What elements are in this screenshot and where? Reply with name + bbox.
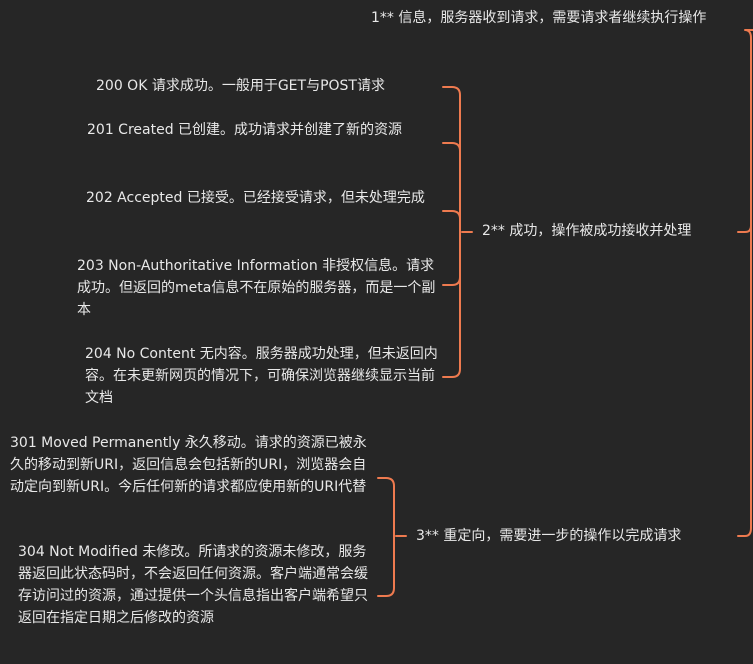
spine-branch-2xx	[737, 225, 752, 233]
status-304-node: 304 Not Modified 未修改。所请求的资源未修改，服务器返回此状态码…	[18, 544, 368, 626]
branch-202	[442, 210, 461, 220]
status-202-node: 202 Accepted 已接受。已经接受请求，但未处理完成	[86, 190, 425, 206]
spine-connector	[737, 29, 753, 537]
status-200-node: 200 OK 请求成功。一般用于GET与POST请求	[96, 78, 385, 94]
status-301-node: 301 Moved Permanently 永久移动。请求的资源已被永久的移动到…	[10, 435, 367, 495]
bracket-3xx	[377, 477, 407, 597]
branch-201	[442, 142, 461, 152]
bracket-2xx	[442, 86, 473, 378]
branch-203	[442, 276, 461, 286]
status-204-node: 204 No Content 无内容。服务器成功处理，但未返回内容。在未更新网页…	[85, 346, 438, 406]
category-1xx: 1** 信息，服务器收到请求，需要请求者继续执行操作	[371, 10, 707, 26]
category-3xx: 3** 重定向，需要进一步的操作以完成请求	[416, 528, 682, 544]
status-203-node: 203 Non-Authoritative Information 非授权信息。…	[77, 258, 436, 318]
status-201-node: 201 Created 已创建。成功请求并创建了新的资源	[87, 122, 403, 138]
category-2xx: 2** 成功，操作被成功接收并处理	[482, 223, 692, 239]
